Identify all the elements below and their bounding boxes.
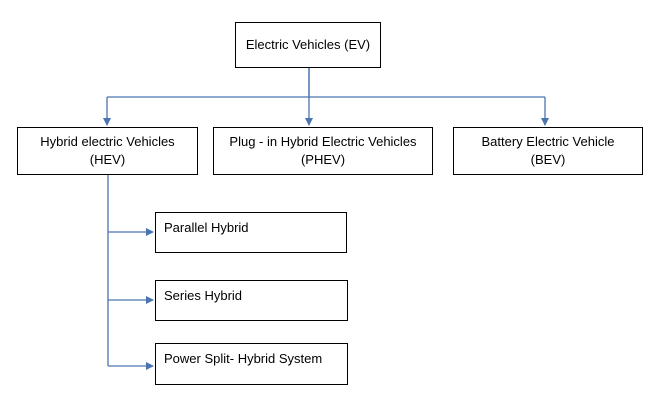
hev-type-parallel-hybrid: Parallel Hybrid xyxy=(155,212,347,253)
category-node-bev: Battery Electric Vehicle (BEV) xyxy=(453,127,643,175)
parallel-hybrid-label: Parallel Hybrid xyxy=(164,220,249,235)
bev-name: Battery Electric Vehicle xyxy=(481,134,615,149)
root-node-label: Electric Vehicles (EV) xyxy=(245,37,371,52)
phev-abbr: (PHEV) xyxy=(300,152,346,167)
series-hybrid-label: Series Hybrid xyxy=(164,288,243,303)
bev-abbr: (BEV) xyxy=(530,152,566,167)
root-node-ev: Electric Vehicles (EV) xyxy=(235,22,381,68)
category-node-phev: Plug - in Hybrid Electric Vehicles (PHEV… xyxy=(213,127,433,175)
phev-name: Plug - in Hybrid Electric Vehicles xyxy=(229,134,417,149)
hev-type-series-hybrid: Series Hybrid xyxy=(155,280,348,321)
power-split-label: Power Split- Hybrid System xyxy=(164,351,323,366)
hev-abbr: (HEV) xyxy=(89,152,126,167)
hev-name: Hybrid electric Vehicles xyxy=(40,134,175,149)
category-node-hev: Hybrid electric Vehicles (HEV) xyxy=(17,127,198,175)
hev-type-power-split: Power Split- Hybrid System xyxy=(155,343,348,385)
